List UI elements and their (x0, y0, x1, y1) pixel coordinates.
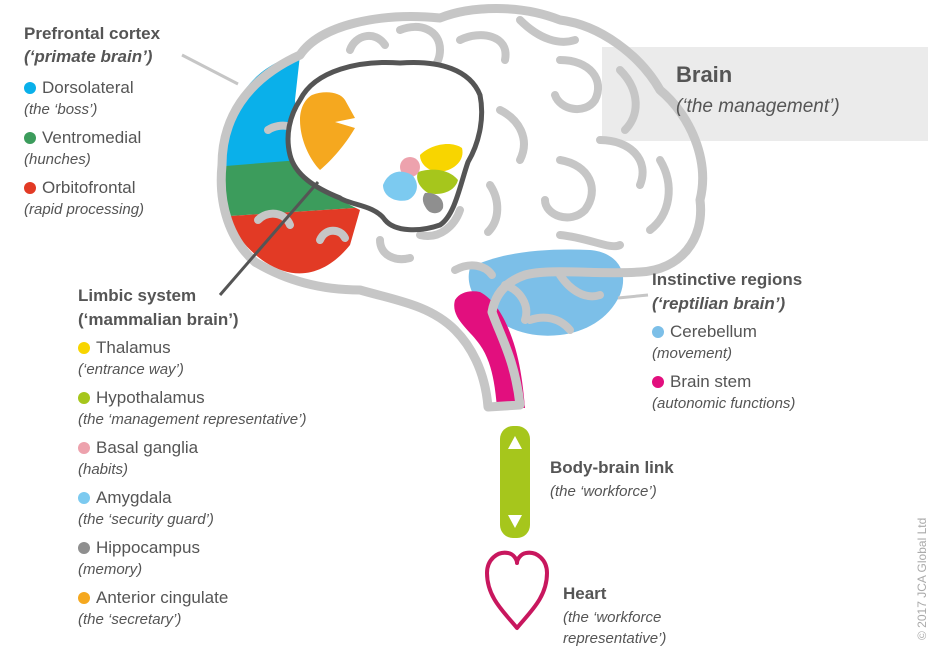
thalamus-region (420, 144, 463, 172)
hypothalamus-dot (78, 392, 90, 404)
amygdala-dot (78, 492, 90, 504)
brain-label-box (602, 47, 928, 141)
legend-hypothalamus: Hypothalamus (78, 388, 205, 408)
hypothalamus-desc: (the ‘management representative’) (78, 411, 307, 428)
legend-brain-stem: Brain stem (652, 372, 751, 392)
legend-ventromedial: Ventromedial (24, 128, 141, 148)
body-brain-link-bar (500, 426, 530, 538)
link-desc: (the ‘workforce’) (550, 483, 657, 500)
brain-folds (254, 16, 673, 334)
limbic-subheading: (‘mammalian brain’) (78, 310, 239, 329)
dorsolateral-dot (24, 82, 36, 94)
ventromedial-desc: (hunches) (24, 151, 91, 168)
legend-cerebellum: Cerebellum (652, 322, 757, 342)
prefrontal-pointer (181, 53, 239, 86)
brain-outline (216, 4, 708, 412)
anterior-cingulate-desc: (the ‘secretary’) (78, 611, 182, 628)
dorsolateral-desc: (the ‘boss’) (24, 101, 98, 118)
legend-hippocampus: Hippocampus (78, 538, 200, 558)
orbitofrontal-dot (24, 182, 36, 194)
hippocampus-desc: (memory) (78, 561, 143, 578)
hippocampus-region (422, 192, 444, 214)
legend-basal-ganglia: Basal ganglia (78, 438, 198, 458)
heart-desc-line2: representative’) (563, 630, 667, 647)
thalamus-dot (78, 342, 90, 354)
ventromedial-dot (24, 132, 36, 144)
legend-dorsolateral: Dorsolateral (24, 78, 134, 98)
legend-anterior-cingulate: Anterior cingulate (78, 588, 228, 608)
brain-title: Brain (676, 62, 733, 87)
hippocampus-dot (78, 542, 90, 554)
basal-ganglia-dot (78, 442, 90, 454)
legend-thalamus: Thalamus (78, 338, 171, 358)
heart-icon (485, 550, 549, 630)
heart-heading: Heart (563, 584, 607, 603)
copyright: © 2017 JCA Global Ltd (915, 517, 928, 640)
brain-stem-region (454, 291, 525, 408)
limbic-heading: Limbic system (78, 286, 197, 305)
instinctive-subheading: (‘reptilian brain’) (652, 294, 786, 313)
prefrontal-subheading: (‘primate brain’) (24, 47, 153, 66)
legend-orbitofrontal: Orbitofrontal (24, 178, 136, 198)
orbitofrontal-region (221, 205, 360, 274)
instinctive-pointer (617, 293, 649, 300)
arrow-up-icon (508, 436, 522, 449)
orbitofrontal-desc: (rapid processing) (24, 201, 145, 218)
cerebellum-desc: (movement) (652, 345, 733, 362)
link-heading: Body-brain link (550, 458, 674, 477)
limbic-pointer (218, 181, 320, 296)
brain-stem-desc: (autonomic functions) (652, 395, 796, 412)
hypothalamus-region (417, 169, 458, 194)
basal-ganglia-region (400, 157, 420, 177)
amygdala-desc: (the ‘security guard’) (78, 511, 214, 528)
brain-stem-dot (652, 376, 664, 388)
amygdala-region (383, 171, 417, 201)
legend-amygdala: Amygdala (78, 488, 172, 508)
prefrontal-heading: Prefrontal cortex (24, 24, 161, 43)
anterior-cingulate-region (300, 92, 355, 170)
brain-subtitle: (‘the management’) (676, 96, 840, 117)
instinctive-heading: Instinctive regions (652, 270, 803, 289)
anterior-cingulate-dot (78, 592, 90, 604)
cerebellum-dot (652, 326, 664, 338)
basal-ganglia-desc: (habits) (78, 461, 129, 478)
heart-desc-line1: (the ‘workforce (563, 609, 662, 626)
thalamus-desc: (‘entrance way’) (78, 361, 184, 378)
arrow-down-icon (508, 515, 522, 528)
